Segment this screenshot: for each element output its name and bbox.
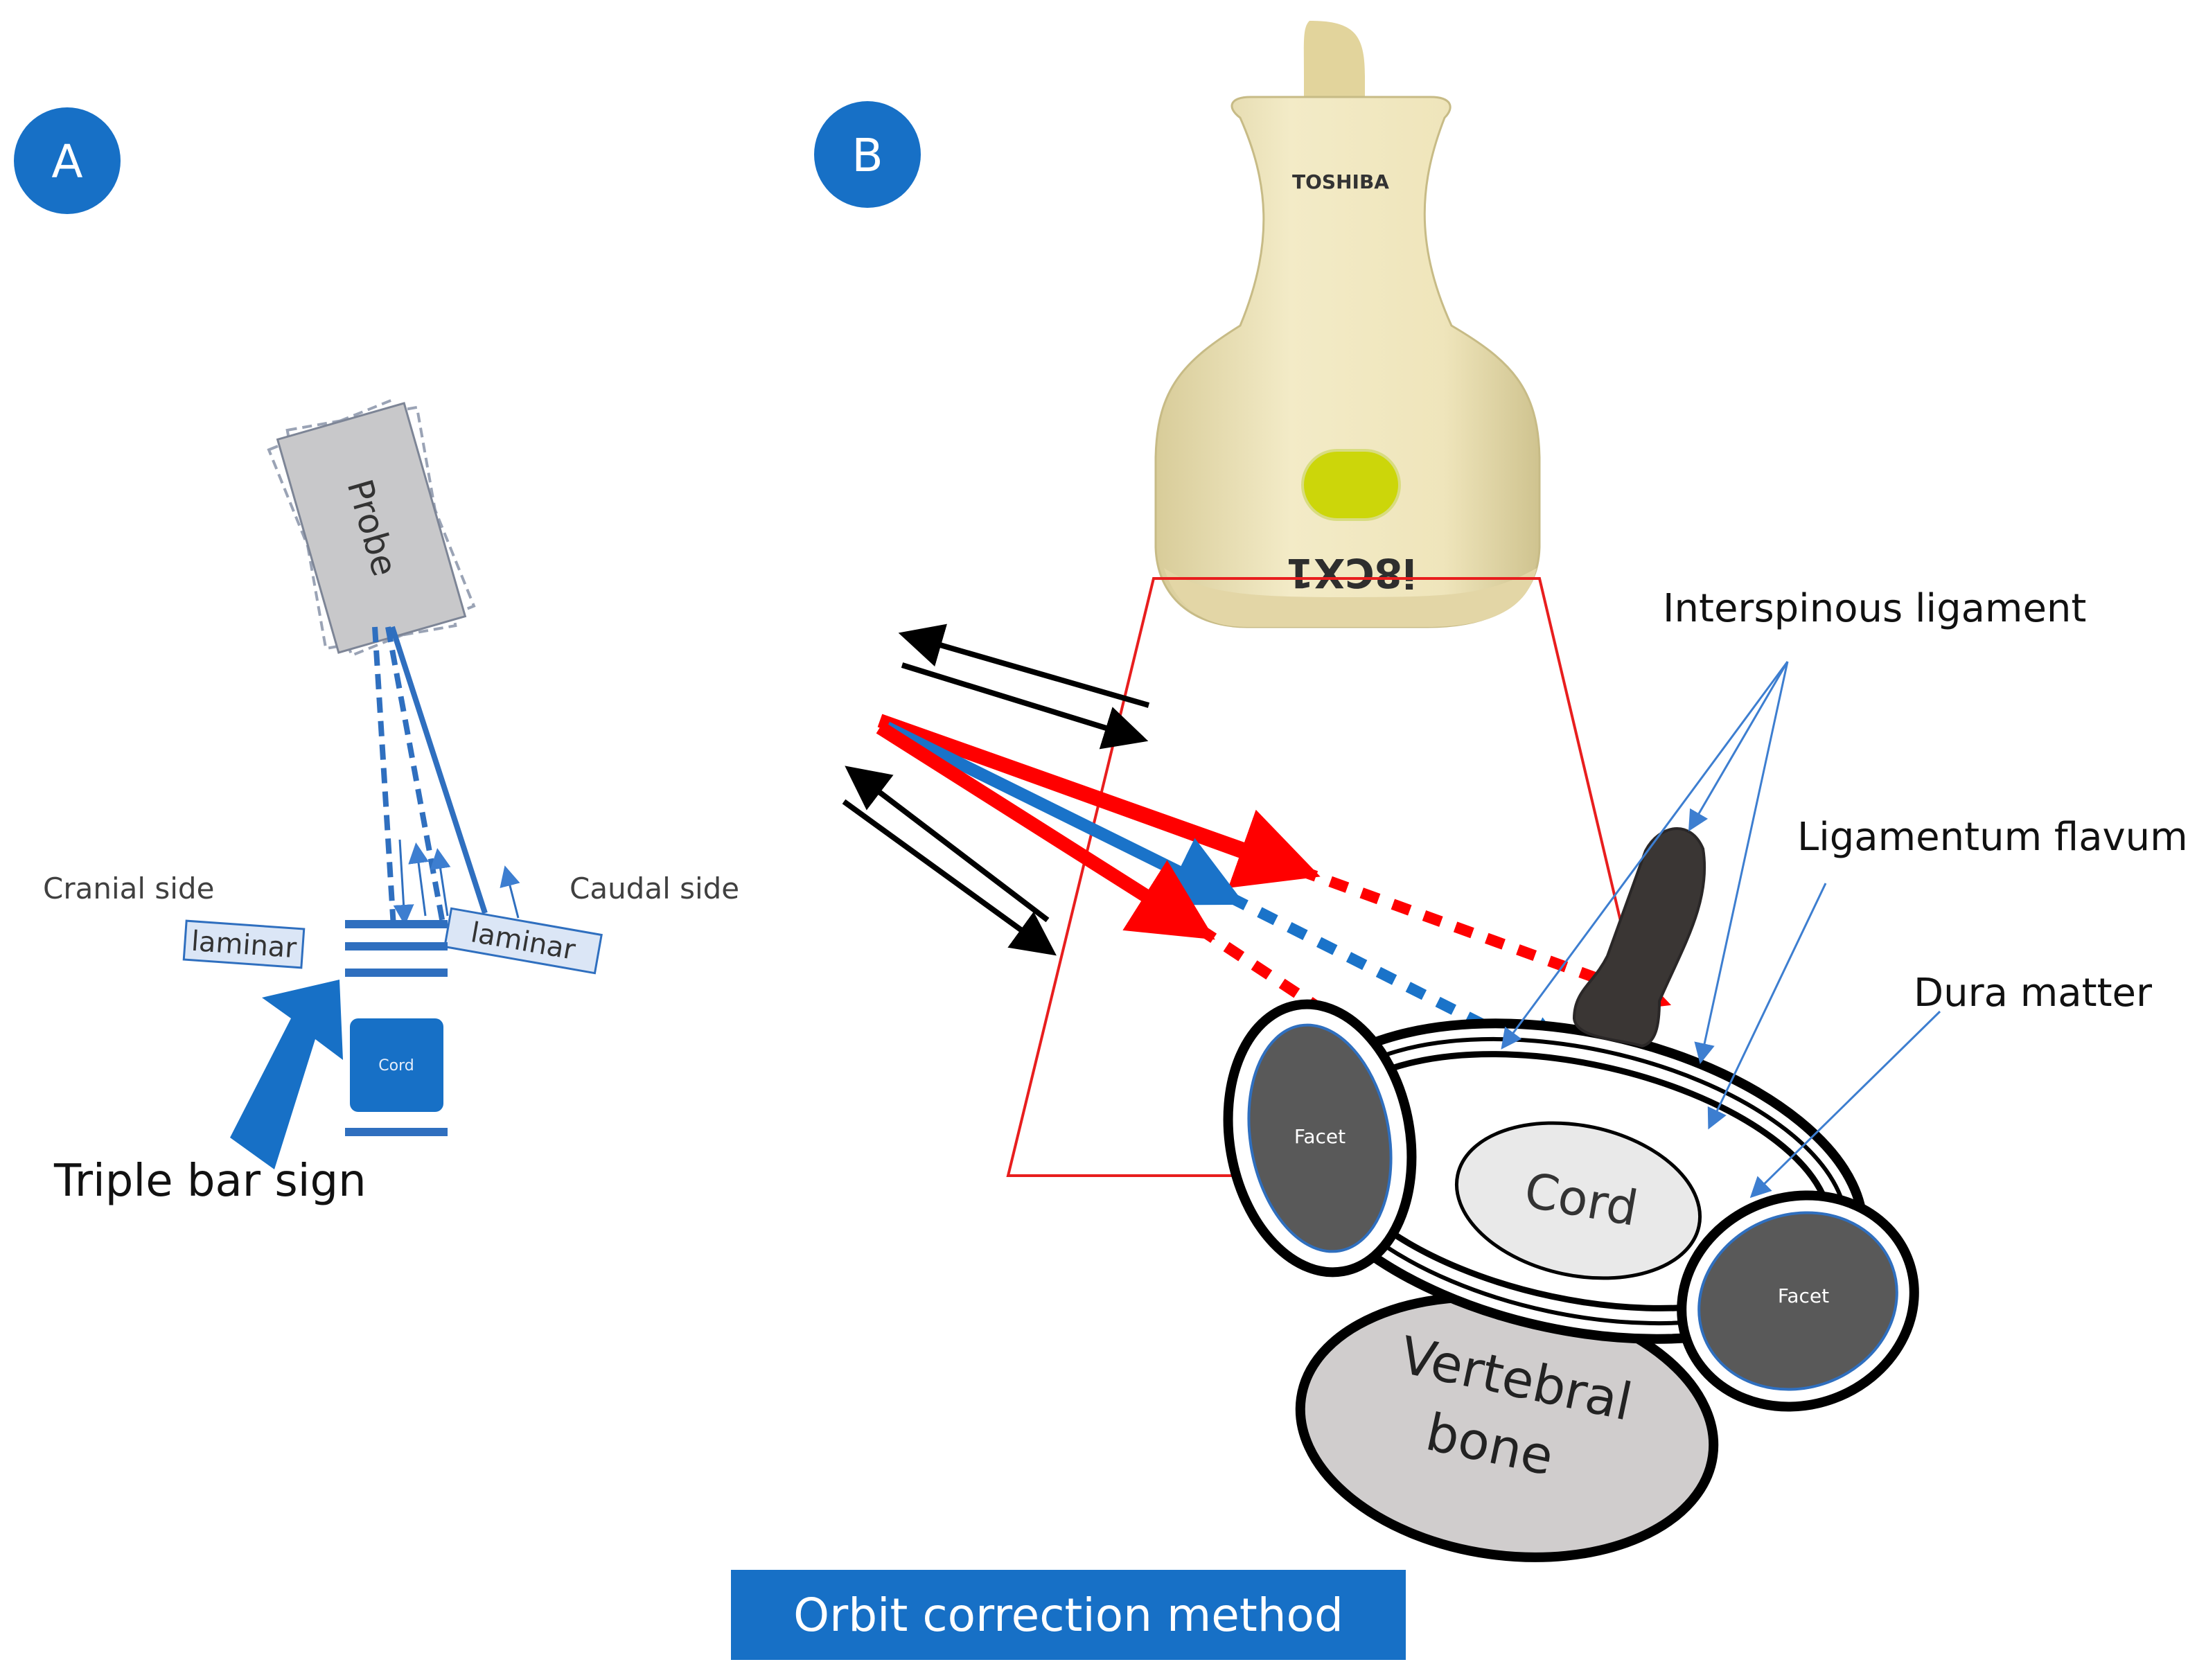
panel-a-big-arrow <box>230 980 343 1169</box>
vertebra: Cord Facet Facet Vertebral bone <box>1223 827 1919 1562</box>
probe-brand-label: TOSHIBA <box>1292 170 1389 193</box>
panel-a-beams <box>372 626 520 928</box>
panel-a-cord-label: Cord <box>378 1057 414 1075</box>
facet-left-label: Facet <box>1294 1125 1345 1148</box>
panel-a-triple-bar-sign: Triple bar sign <box>53 1156 367 1207</box>
probe-model-label: i8CX1 <box>1286 549 1416 596</box>
panel-b-badge: B <box>814 101 921 208</box>
facet-left <box>1247 1023 1393 1253</box>
panel-a-triple-bars <box>345 920 448 1136</box>
panel-b-letter: B <box>852 129 883 182</box>
panel-a-letter: A <box>51 135 82 188</box>
panel-a-cord: Cord <box>350 1018 443 1112</box>
panel-a-laminar-left: laminar <box>182 919 306 969</box>
dura-matter-label: Dura matter <box>1914 971 2153 1016</box>
panel-a-probe: Probe <box>267 398 476 657</box>
label-leaders <box>1501 661 1941 1199</box>
panel-a-badge: A <box>14 107 121 214</box>
facet-right-label: Facet <box>1778 1284 1829 1307</box>
ligamentum-flavum-label: Ligamentum flavum <box>1797 815 2188 860</box>
panel-a-laminar-left-label: laminar <box>191 926 298 965</box>
probe-device: TOSHIBA i8CX1 <box>1154 21 1541 628</box>
panel-a-laminar-right: laminar <box>443 907 603 975</box>
orbit-correction-banner: Orbit correction method <box>731 1570 1406 1660</box>
panel-a-cranial-side: Cranial side <box>43 872 214 905</box>
spinous-process <box>1572 827 1706 1048</box>
echo-beams <box>876 714 1672 1146</box>
probe-motion-arrows <box>842 624 1150 956</box>
interspinous-ligament-label: Interspinous ligament <box>1663 586 2086 631</box>
probe-indicator <box>1301 449 1401 521</box>
facet-right <box>1697 1211 1898 1391</box>
panel-a-caudal-side: Caudal side <box>570 872 739 905</box>
spinal-cord <box>1454 1121 1702 1280</box>
